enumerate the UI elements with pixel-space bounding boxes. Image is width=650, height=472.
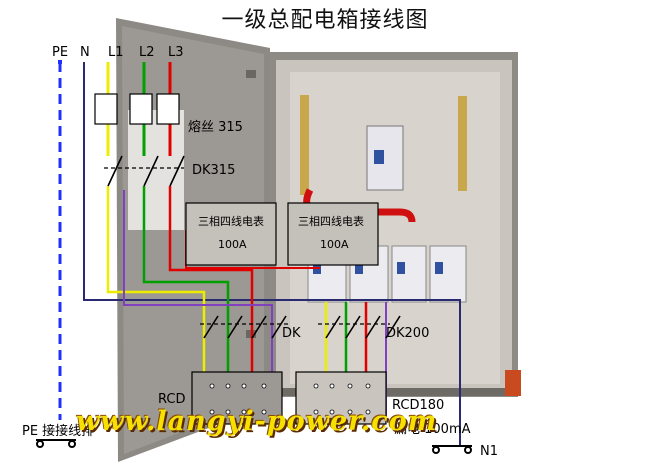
label-leak: 漏电 100mA [394, 422, 471, 437]
dk-blade-4 [271, 315, 287, 339]
label-fuse: 熔丝 315 [188, 120, 243, 135]
meter-1-rating: 100A [218, 238, 247, 251]
dk-blade-3 [251, 315, 267, 339]
door-hinge-top [246, 70, 256, 78]
label-l2: L2 [139, 45, 155, 60]
label-n1: N1 [480, 444, 498, 459]
small-breaker-4-handle [435, 262, 443, 274]
small-breaker-2-handle [355, 262, 363, 274]
meter-1 [185, 202, 277, 266]
ground-terminal [36, 439, 76, 448]
cabinet-bottom [280, 388, 505, 396]
label-rcd180: RCD180 [392, 398, 445, 413]
dk315-blade-2 [143, 155, 159, 187]
label-ground: PE 接接线排 [22, 424, 95, 439]
dk315-blade-1 [107, 155, 123, 187]
fuse-l1 [94, 93, 118, 125]
n-wire [83, 62, 461, 446]
label-n: N [80, 45, 90, 60]
label-dk: DK [282, 326, 301, 341]
rcd-terminals [209, 383, 371, 415]
dk315-blade-3 [169, 155, 185, 187]
main-breaker [366, 125, 404, 191]
small-breaker-3-handle [397, 262, 405, 274]
label-l1: L1 [108, 45, 124, 60]
cabinet-foot-right [505, 370, 521, 396]
fuse-l3 [156, 93, 180, 125]
door-label-sheet [128, 110, 184, 230]
main-breaker-handle [374, 150, 384, 164]
dk200-blade-1 [325, 315, 341, 339]
meter-2-name: 三相四线电表 [298, 215, 364, 228]
label-dk315: DK315 [192, 163, 236, 178]
diagram-title: 一级总配电箱接线图 [221, 8, 429, 33]
rcd-left [191, 371, 283, 425]
l1-wire [106, 186, 206, 420]
label-l3: L3 [168, 45, 184, 60]
label-pe: PE [52, 45, 69, 60]
dk-blade-1 [203, 315, 219, 339]
l3-wire [168, 186, 254, 420]
meter-2 [287, 202, 379, 266]
l2-wire [142, 186, 230, 420]
busbar-left [300, 95, 309, 195]
label-dk200: DK200 [386, 326, 430, 341]
n1-terminal [432, 445, 472, 454]
dk-blade-2 [227, 315, 243, 339]
dk200-blade-2 [345, 315, 361, 339]
meter-1-name: 三相四线电表 [198, 215, 264, 228]
fuse-l2 [129, 93, 153, 125]
neutral-wire-left [123, 190, 273, 420]
busbar-right [458, 96, 467, 191]
dk200-blade-3 [365, 315, 381, 339]
meter-2-rating: 100A [320, 238, 349, 251]
label-rcd: RCD [158, 392, 186, 407]
dk200-blade-4 [385, 315, 401, 339]
watermark: www.langyi-power.com [76, 406, 438, 437]
rcd-right [295, 371, 387, 425]
